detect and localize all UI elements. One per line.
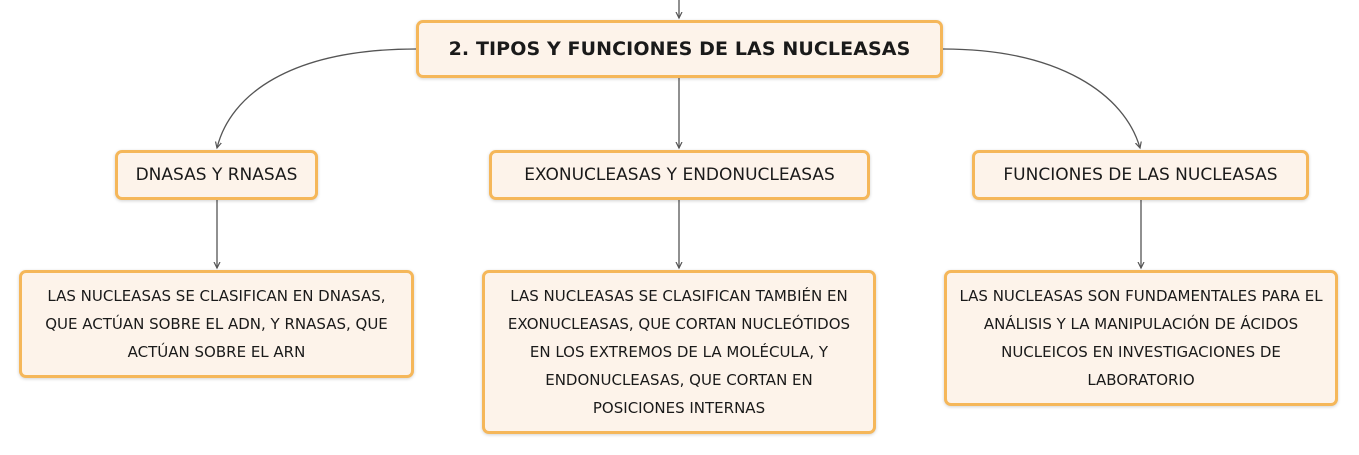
branch-node-dnasas-rnasas[interactable]: DNASAS Y RNASAS <box>115 150 318 200</box>
branch-node-exonucleasas-endonucleasas[interactable]: EXONUCLEASAS Y ENDONUCLEASAS <box>489 150 870 200</box>
root-topic-node[interactable]: 2. TIPOS Y FUNCIONES DE LAS NUCLEASAS <box>416 20 943 78</box>
detail-node-funciones[interactable]: LAS NUCLEASAS SON FUNDAMENTALES PARA EL … <box>944 270 1338 406</box>
connector-root-branch-3 <box>942 48 1140 148</box>
branch-label: EXONUCLEASAS Y ENDONUCLEASAS <box>524 165 835 185</box>
branch-label: FUNCIONES DE LAS NUCLEASAS <box>1003 165 1278 185</box>
branch-node-funciones[interactable]: FUNCIONES DE LAS NUCLEASAS <box>972 150 1309 200</box>
detail-text: LAS NUCLEASAS SE CLASIFICAN EN DNASAS, Q… <box>45 287 388 361</box>
connector-root-branch-1 <box>217 48 417 148</box>
detail-text: LAS NUCLEASAS SON FUNDAMENTALES PARA EL … <box>959 287 1323 389</box>
detail-text: LAS NUCLEASAS SE CLASIFICAN TAMBIÉN EN E… <box>507 287 851 417</box>
detail-node-exonucleasas-endonucleasas[interactable]: LAS NUCLEASAS SE CLASIFICAN TAMBIÉN EN E… <box>482 270 876 434</box>
root-topic-label: 2. TIPOS Y FUNCIONES DE LAS NUCLEASAS <box>448 38 911 60</box>
branch-label: DNASAS Y RNASAS <box>135 165 298 185</box>
detail-node-dnasas-rnasas[interactable]: LAS NUCLEASAS SE CLASIFICAN EN DNASAS, Q… <box>19 270 414 378</box>
